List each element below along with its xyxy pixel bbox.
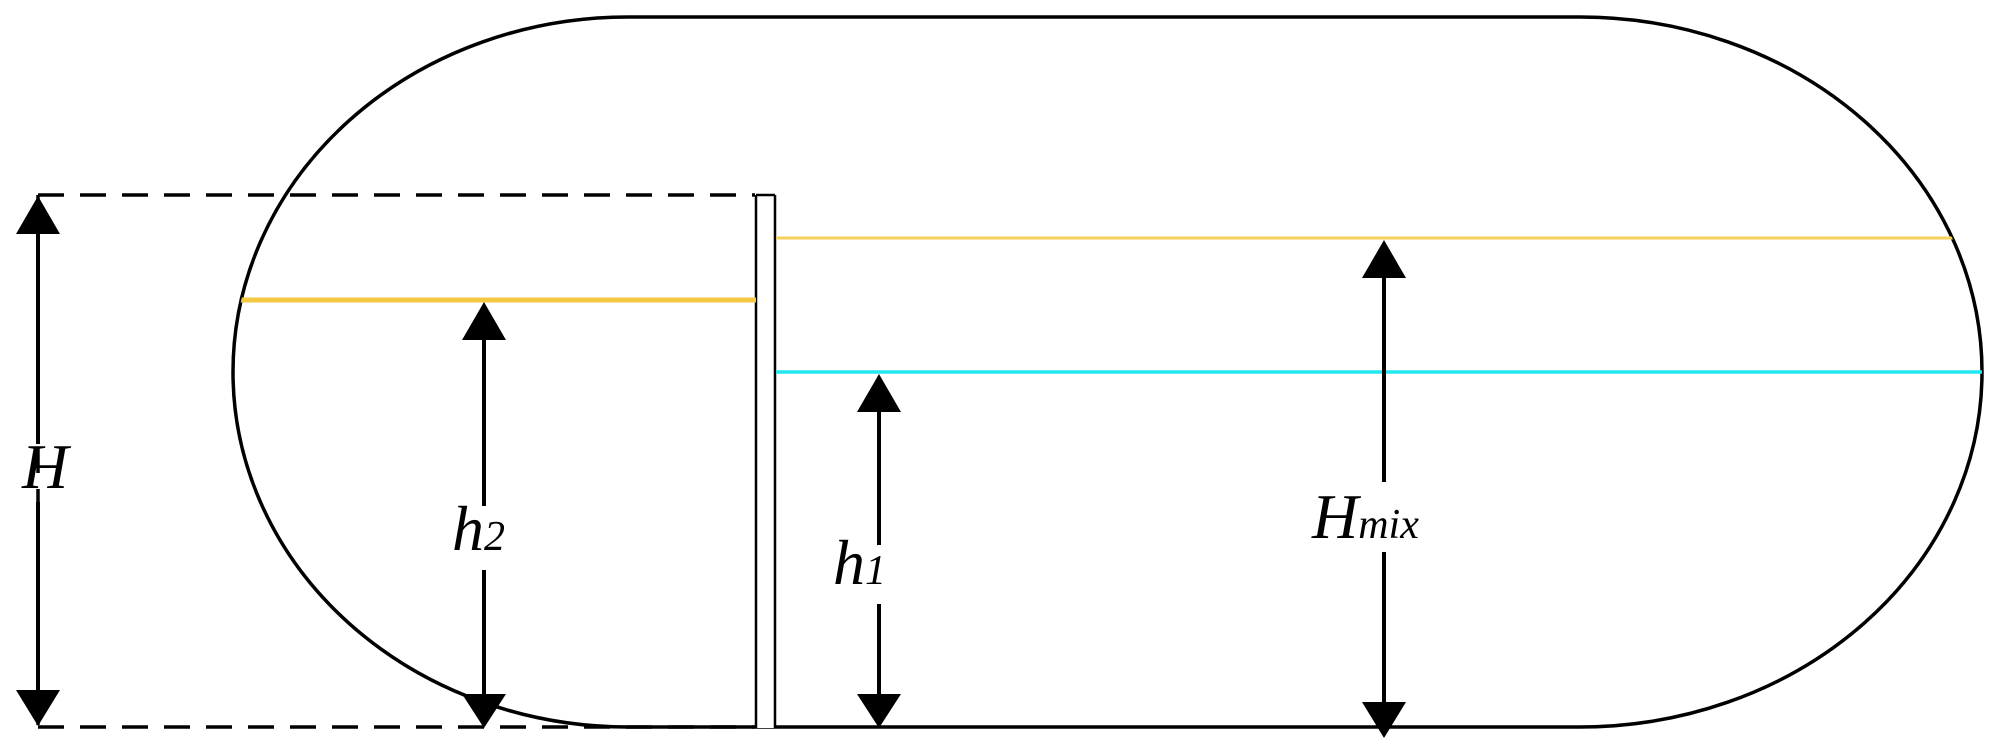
mixed-level-label: Hmix: [1311, 481, 1419, 552]
right-level-arrow: [857, 374, 901, 728]
left-level-label: h2: [452, 493, 505, 564]
total-height-label: H: [21, 431, 72, 502]
left-level-arrow: [462, 302, 506, 728]
tank-outline: [231, 15, 1984, 729]
right-level-label: h1: [833, 527, 886, 598]
dashed-reference-box: [36, 193, 755, 729]
mixed-level-arrow: [1362, 240, 1406, 738]
partition-wall: [754, 193, 777, 728]
total-height-arrow: [16, 196, 60, 726]
